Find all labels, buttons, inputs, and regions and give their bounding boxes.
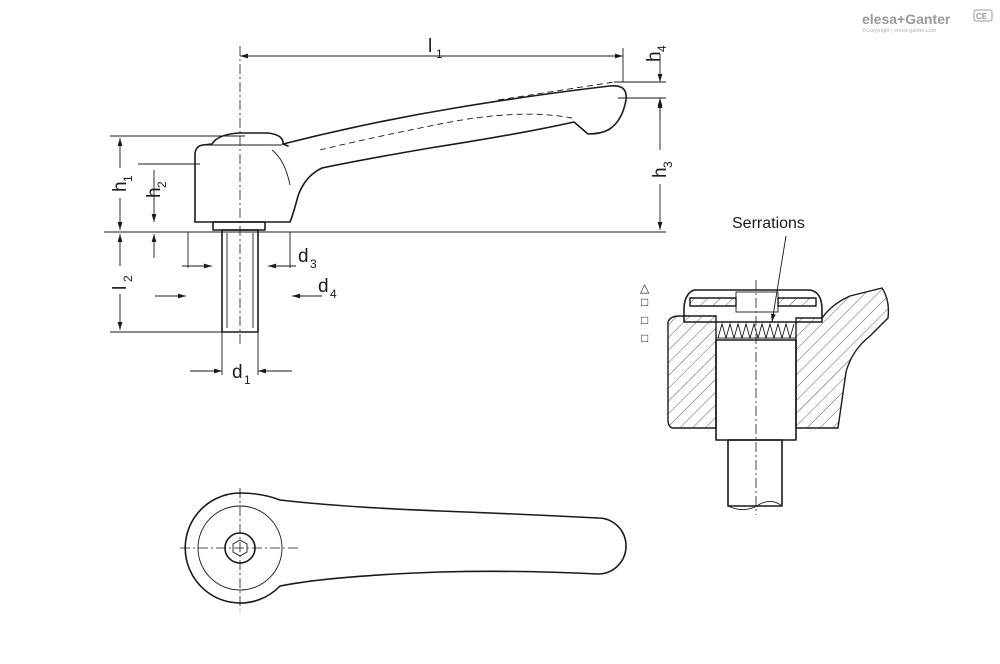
arm-hidden-edge xyxy=(319,113,573,151)
brand-copyright: ©Copyright | elesa-ganter.com xyxy=(862,27,937,34)
symbol-square-icon-1: □ xyxy=(641,295,648,309)
section-view: Serrations △ □ □ □ xyxy=(640,215,890,515)
ce-badge: CE xyxy=(976,12,988,21)
arm-top-hidden xyxy=(497,81,615,101)
symbol-square-icon-3: □ xyxy=(641,331,648,345)
dim-h2-label: h xyxy=(144,187,165,198)
dim-d4-sub: 4 xyxy=(330,287,337,301)
dim-h4-sub: 4 xyxy=(655,45,669,52)
arm-fillet xyxy=(271,149,291,186)
hub-outline xyxy=(194,132,289,223)
dim-h1-label: h xyxy=(110,181,131,192)
symbol-triangle-icon: △ xyxy=(640,281,650,295)
section-body-left xyxy=(667,315,717,429)
stud-break-line xyxy=(727,501,783,510)
serrations-leader xyxy=(770,235,787,323)
cap-spring-left xyxy=(689,297,737,307)
brand-name: elesa+Ganter xyxy=(862,11,951,27)
symbol-square-icon-2: □ xyxy=(641,313,648,327)
top-view xyxy=(180,488,627,610)
dim-h1-sub: 1 xyxy=(121,175,135,182)
h1-label-bg xyxy=(108,168,130,198)
dim-h3-label: h xyxy=(650,167,671,178)
dim-d4-label: d xyxy=(318,276,329,297)
dim-d3-sub: 3 xyxy=(310,257,317,271)
dim-h3-sub: 3 xyxy=(661,161,675,168)
section-body-right xyxy=(795,287,890,429)
lever-arm-outline xyxy=(194,84,627,223)
dim-l1-sub: 1 xyxy=(436,47,443,61)
dim-d1-sub: 1 xyxy=(244,373,251,387)
cap-outline xyxy=(683,289,823,323)
serrations-callout: Serrations xyxy=(732,215,805,232)
dim-h2-sub: 2 xyxy=(155,181,169,188)
section-stud xyxy=(727,439,783,507)
h3-label-bg xyxy=(650,150,670,184)
threaded-stud xyxy=(221,229,259,333)
dim-h4-label: h xyxy=(644,51,665,62)
ce-badge-frame xyxy=(973,9,993,22)
cap-spring-right xyxy=(777,297,817,307)
dim-d3-label: d xyxy=(298,246,309,267)
dim-l2-sub: 2 xyxy=(121,275,135,282)
side-view: l 1 h 4 h 3 h 1 h 2 l 2 d 3 xyxy=(104,36,675,387)
brand-logo: elesa+Ganter ©Copyright | elesa-ganter.c… xyxy=(862,9,993,34)
l2-label-bg xyxy=(108,266,130,294)
dim-l1-label: l xyxy=(428,36,432,57)
lever-top-outline xyxy=(184,492,627,604)
dim-d1-label: d xyxy=(232,362,243,383)
hub-base xyxy=(212,221,266,231)
cap-center xyxy=(735,291,779,313)
dim-l2-label: l xyxy=(110,286,131,290)
